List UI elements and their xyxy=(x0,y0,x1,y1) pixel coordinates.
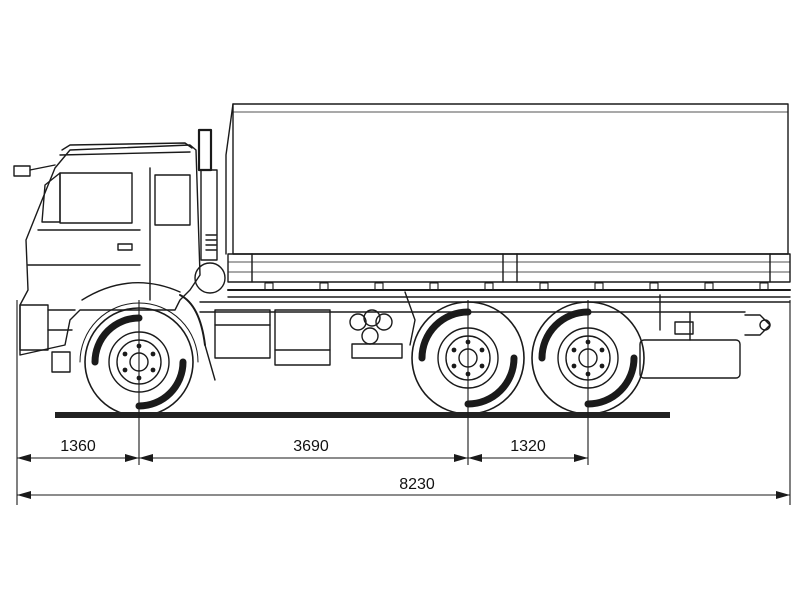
dim-label-front-overhang: 1360 xyxy=(60,438,96,455)
cab-rear-window xyxy=(154,174,191,226)
chassis-frame xyxy=(179,291,791,381)
cargo-tarp xyxy=(225,103,789,255)
exhaust-stack xyxy=(194,128,226,294)
cab-door-window xyxy=(59,172,133,224)
dimension-arrowheads xyxy=(17,454,790,499)
battery-box xyxy=(214,309,271,359)
truck-cab xyxy=(19,142,201,373)
dim-label-wheelbase-rear: 1320 xyxy=(510,438,546,455)
dim-label-wheelbase-front: 3690 xyxy=(293,438,329,455)
front-bumper xyxy=(19,304,49,351)
windshield xyxy=(41,172,61,223)
air-filter-icon xyxy=(194,262,226,294)
air-tanks xyxy=(349,309,403,359)
dim-label-overall-length: 8230 xyxy=(399,476,435,493)
fuel-tank xyxy=(274,309,331,366)
cargo-sideboard xyxy=(227,253,791,298)
ground-line xyxy=(55,412,670,418)
rear-tank xyxy=(639,339,741,379)
side-mirror-icon xyxy=(13,164,56,177)
